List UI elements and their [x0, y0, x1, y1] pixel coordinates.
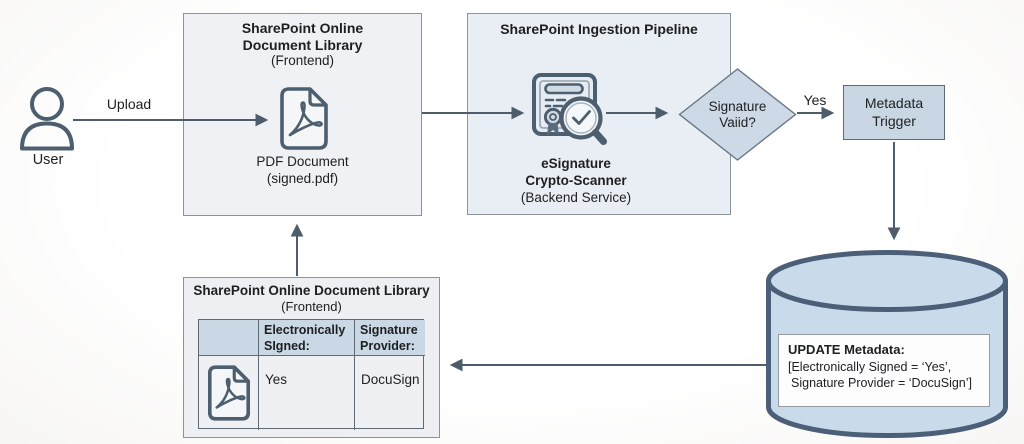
- metadata-trigger-box: Metadata Trigger: [843, 85, 945, 140]
- person-icon: [20, 87, 74, 151]
- database-update-note: UPDATE Metadata: [Electronically Signed …: [778, 334, 990, 407]
- pdf-file-icon: [280, 87, 328, 150]
- pdf-caption: PDF Document (signed.pdf): [256, 154, 349, 186]
- upload-edge-label: Upload: [106, 96, 152, 112]
- user-label: User: [32, 152, 64, 168]
- frontend-library-box: SharePoint Online Document Library (Fron…: [183, 13, 422, 216]
- table-header-signed: Electronically SIgned:: [259, 320, 355, 356]
- table-cell-signed: Yes: [259, 356, 355, 430]
- pdf-file-icon: [207, 365, 250, 421]
- table-header-provider: Signature Provider:: [355, 320, 425, 356]
- decision-label: Signature Vaiid?: [708, 99, 767, 131]
- scanner-caption: eSignature Crypto-Scanner (Backend Servi…: [520, 156, 632, 205]
- certificate-scan-icon: [532, 73, 607, 145]
- yes-edge-label: Yes: [803, 92, 827, 108]
- pipeline-box-title: SharePoint Ingestion Pipeline: [500, 21, 698, 37]
- frontend-box-subtitle: (Frontend): [270, 53, 335, 69]
- table-header-empty: [199, 320, 259, 356]
- metadata-table: Electronically SIgned: Signature Provide…: [198, 319, 425, 430]
- frontend-box-title: SharePoint Online Document Library (Fron…: [184, 20, 421, 69]
- result-box-subtitle: (Frontend): [281, 298, 342, 314]
- table-cell-pdf: [199, 356, 259, 430]
- result-library-box: SharePoint Online Document Library (Fron…: [183, 277, 440, 438]
- result-box-title: SharePoint Online Document Library (Fron…: [184, 283, 439, 314]
- table-cell-provider: DocuSign: [361, 372, 420, 387]
